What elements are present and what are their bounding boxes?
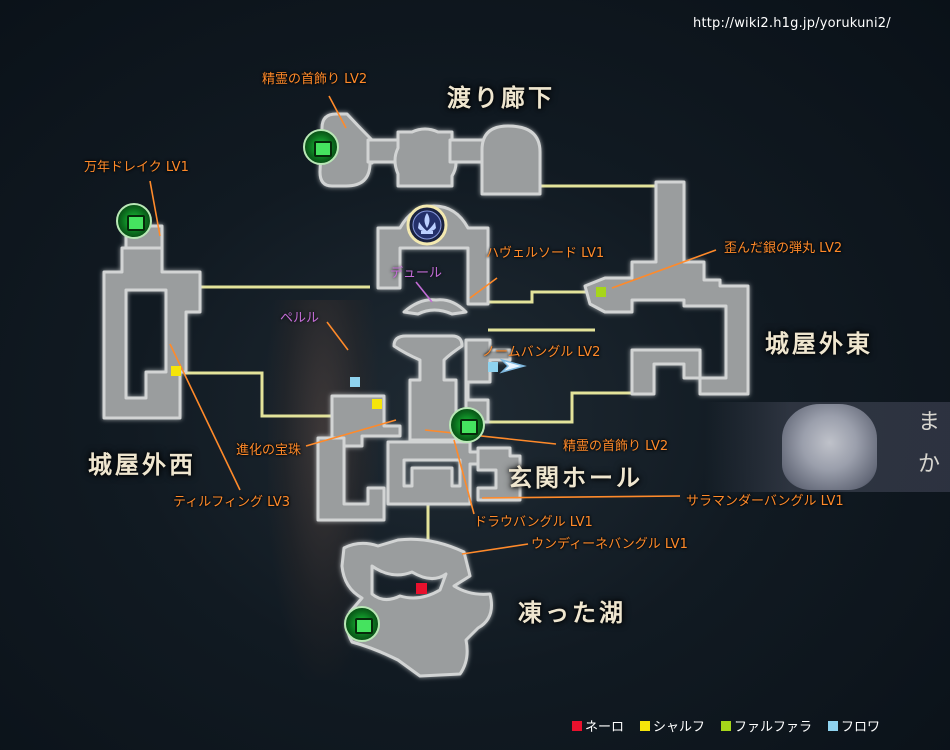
- area-label-frozen-lake: 凍った湖: [518, 598, 626, 627]
- room-west-exterior: [102, 246, 202, 420]
- callout-lines: [149, 95, 717, 555]
- legend-label-farfalla: ファルファラ: [734, 720, 813, 735]
- character-callout-lines: [415, 281, 433, 303]
- overlay-text-2: か: [917, 452, 940, 477]
- frowa-marker-nome: [488, 362, 498, 372]
- item-label-undine-bangle: ウンディーネバングル LV1: [531, 537, 688, 552]
- warp-icon: [406, 204, 448, 246]
- item-label-evolution-orb: 進化の宝珠: [236, 443, 302, 458]
- character-label-duel: デュール: [390, 266, 443, 281]
- room-east-exterior-upper: [583, 180, 750, 396]
- room-nome-chamber: [464, 338, 512, 424]
- item-label-tirfing: ティルフィング LV3: [173, 495, 291, 510]
- item-label-mannen-drake: 万年ドレイク LV1: [84, 160, 189, 175]
- item-label-havel-sword: ハヴェルソード LV1: [486, 246, 605, 261]
- area-label-east-exterior: 城屋外東: [765, 329, 873, 358]
- character-label-pelulu: ペルル: [280, 311, 320, 326]
- save-point-icon: [449, 407, 485, 443]
- marker-legend: ネーロ シャルフ ファルファラ フロワ: [572, 716, 880, 735]
- character-portrait: [782, 404, 877, 490]
- room-east-exterior-lower: [630, 348, 702, 396]
- legend-label-nero: ネーロ: [585, 720, 625, 735]
- shalf-marker-hall: [372, 399, 382, 409]
- legend-swatch-shalf: [640, 720, 651, 731]
- legend-swatch-frowa: [828, 720, 839, 731]
- save-point-icon: [116, 203, 152, 239]
- item-label-salamander-bangle: サラマンダーバングル LV1: [686, 494, 844, 509]
- area-label-west-exterior: 城屋外西: [88, 450, 196, 479]
- farfalla-marker-east: [596, 287, 606, 297]
- item-label-silver-bullet: 歪んだ銀の弾丸 LV2: [724, 241, 843, 256]
- item-label-nome-bangle: ノームバングル LV2: [482, 345, 601, 360]
- save-point-icon: [344, 606, 380, 642]
- room-duel-arch: [402, 298, 468, 316]
- room-corridor-east: [480, 124, 542, 196]
- item-label-spirit-necklace-top: 精霊の首飾り LV2: [262, 72, 368, 87]
- save-point-icon: [303, 129, 339, 165]
- nero-marker-lake: [416, 583, 427, 594]
- legend-swatch-nero: [572, 720, 582, 731]
- legend-item-shalf: シャルフ: [640, 716, 705, 735]
- source-url: http://wiki2.h1g.jp/yorukuni2/: [693, 16, 891, 31]
- item-label-drow-bangle: ドラウバングル LV1: [474, 515, 593, 530]
- shalf-marker-west: [171, 366, 181, 376]
- item-label-spirit-necklace-mid: 精霊の首飾り LV2: [563, 439, 669, 454]
- overlay-text-1: ま: [917, 410, 940, 435]
- legend-label-frowa: フロワ: [841, 720, 881, 735]
- room-salamander: [476, 446, 522, 502]
- room-corridor-mid: [393, 127, 458, 188]
- legend-item-frowa: フロワ: [828, 716, 880, 735]
- arrow-marker-icon: [499, 358, 527, 374]
- area-label-entrance-hall: 玄関ホール: [508, 463, 643, 492]
- legend-swatch-farfalla: [721, 720, 732, 731]
- legend-item-farfalla: ファルファラ: [721, 716, 812, 735]
- room-corridor-link-2: [448, 138, 486, 164]
- legend-label-shalf: シャルフ: [653, 720, 706, 735]
- area-label-corridor: 渡り廊下: [447, 83, 555, 112]
- room-west-hall-lower: [316, 436, 386, 522]
- frowa-marker-west: [350, 377, 360, 387]
- legend-item-nero: ネーロ: [572, 716, 624, 735]
- room-central-column: [392, 334, 464, 442]
